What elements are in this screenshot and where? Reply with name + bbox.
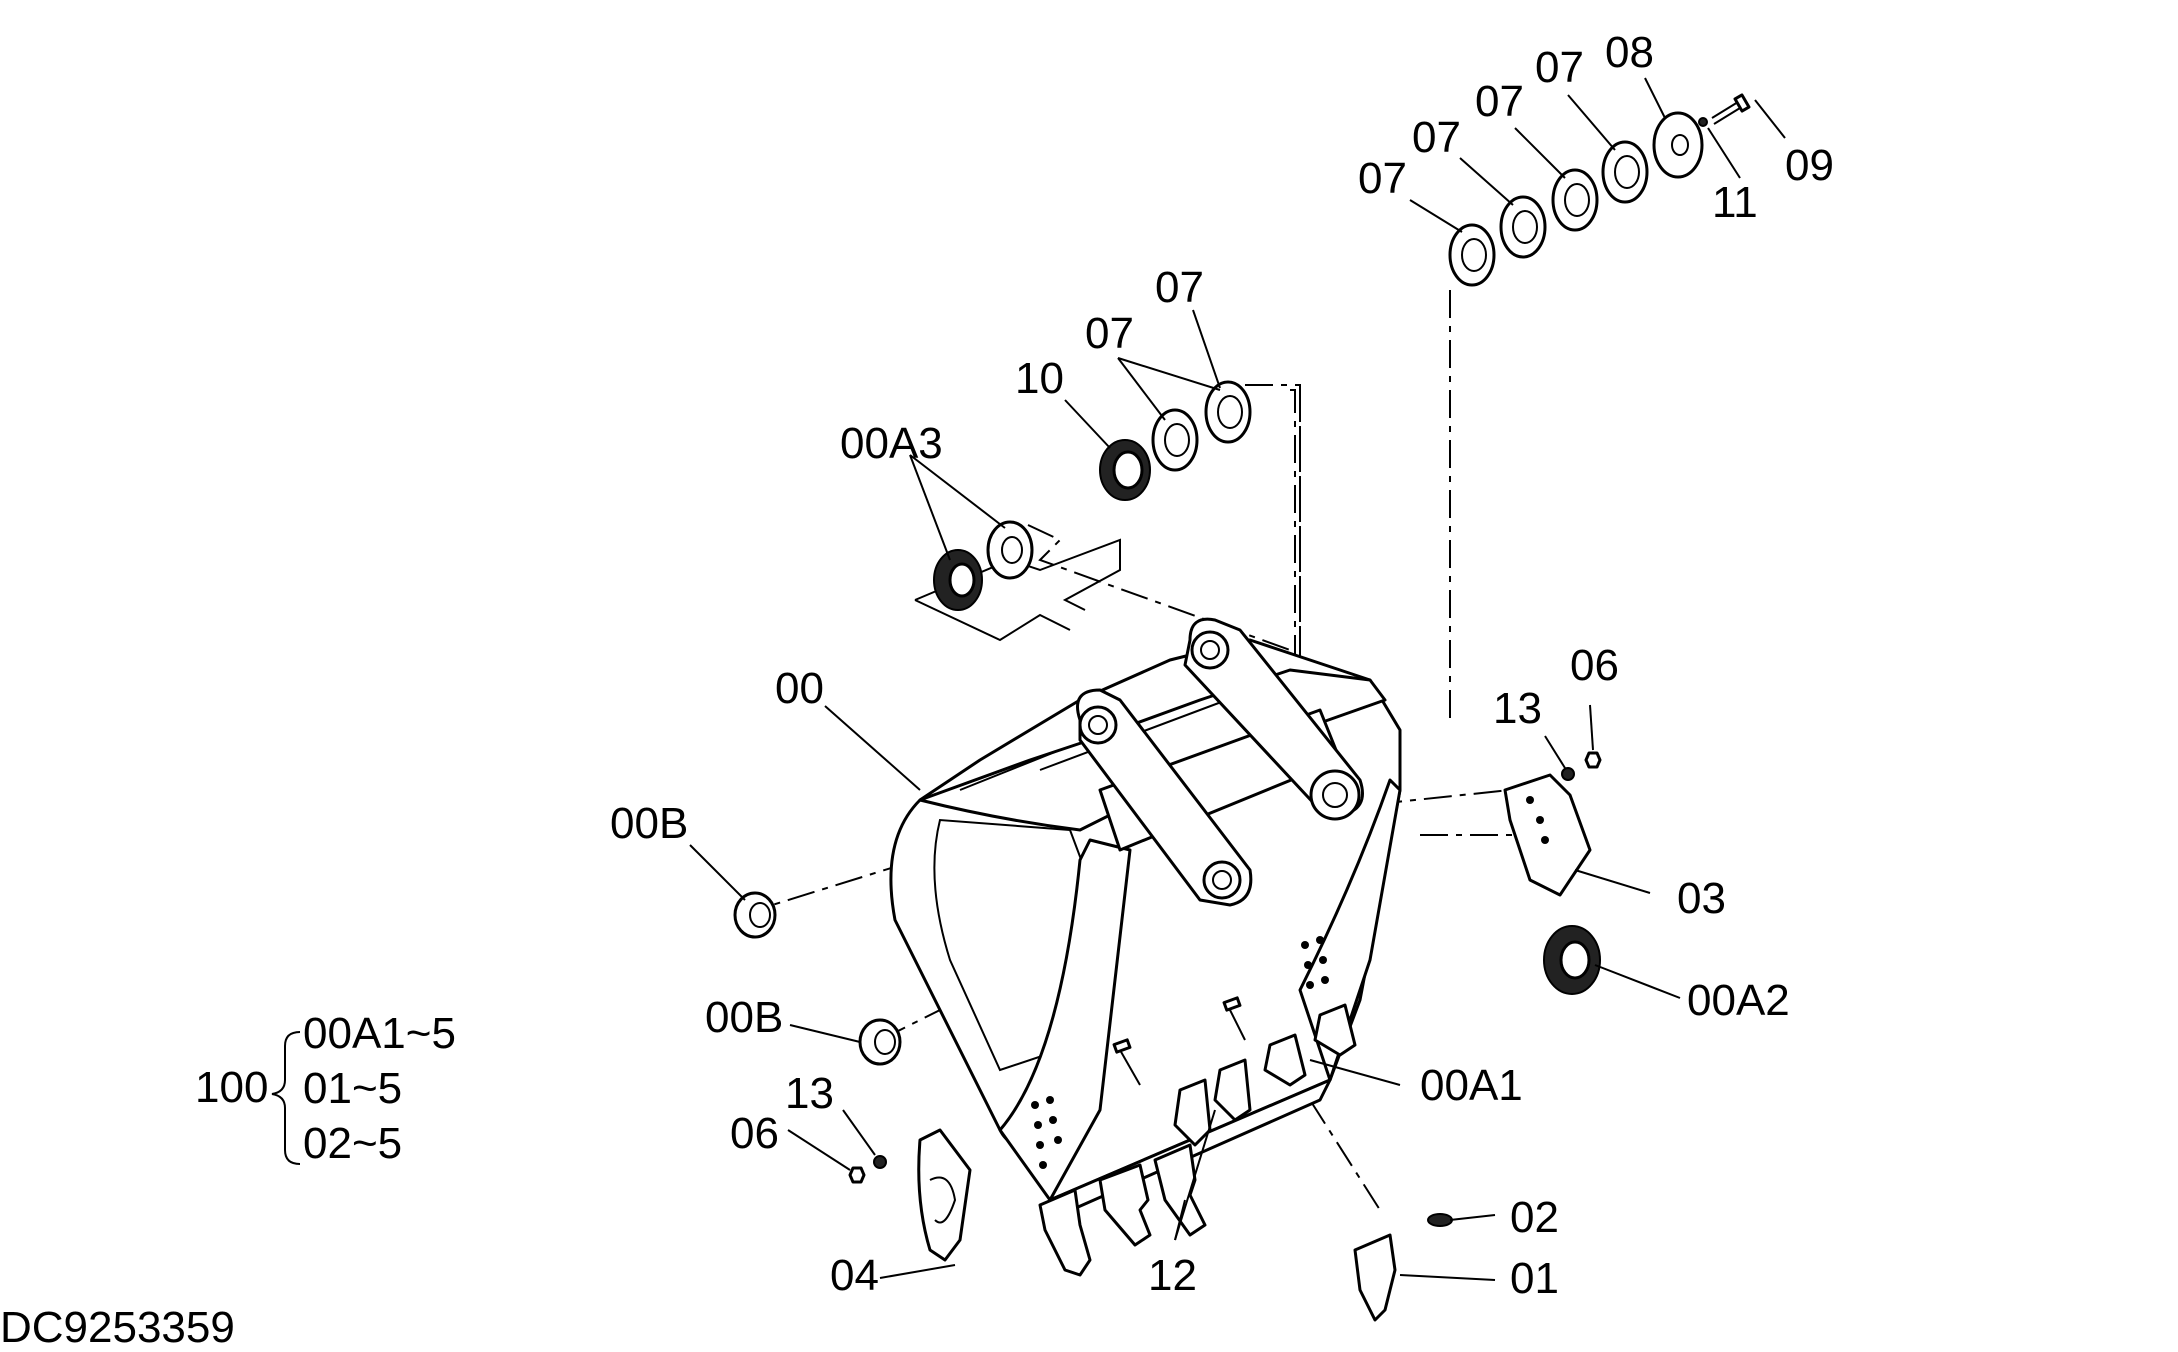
callout-04: 04 <box>830 1251 879 1300</box>
callout-07-a: 07 <box>1085 309 1134 358</box>
washer-11 <box>1698 117 1708 127</box>
assembly-set-item-3: 02~5 <box>303 1119 402 1168</box>
callout-00B-upper: 00B <box>610 799 688 848</box>
callout-00B-lower: 00B <box>705 993 783 1042</box>
callout-06-right: 06 <box>1570 641 1619 690</box>
side-cutter-right <box>1503 773 1592 897</box>
bolt-06-right <box>1584 751 1602 769</box>
callout-07-f: 07 <box>1535 43 1584 92</box>
lock-pin-part <box>1427 1213 1453 1227</box>
assembly-set-number: 100 <box>195 1063 268 1112</box>
side-cutter-left <box>917 1128 972 1262</box>
callout-02: 02 <box>1510 1193 1559 1242</box>
side-cutter-holes-right <box>1301 936 1329 989</box>
boss-upper <box>733 891 777 939</box>
callout-08: 08 <box>1605 28 1654 77</box>
callout-12: 12 <box>1148 1251 1197 1300</box>
end-plate-08 <box>1652 111 1704 179</box>
callout-07-e: 07 <box>1475 77 1524 126</box>
bucket-body <box>889 617 1402 1217</box>
callout-13-left: 13 <box>785 1069 834 1118</box>
callout-00A2: 00A2 <box>1687 976 1790 1025</box>
seal-pair-00A3 <box>933 520 1034 611</box>
callout-13-right: 13 <box>1493 684 1542 733</box>
callout-11: 11 <box>1712 178 1758 227</box>
assembly-set-legend: 100 00A1~5 01~5 02~5 <box>195 1009 456 1168</box>
callout-07-d: 07 <box>1412 113 1461 162</box>
callout-00A3: 00A3 <box>840 419 943 468</box>
washer-10 <box>1099 439 1151 501</box>
callout-labels: 00 00B 00B 00A3 10 07 07 07 07 07 07 08 … <box>610 28 1834 1303</box>
callout-10: 10 <box>1015 354 1064 403</box>
drawing-number: DC9253359 <box>0 1303 235 1352</box>
bolt-09 <box>1711 93 1751 125</box>
boss-lower <box>858 1018 902 1066</box>
callout-07-b: 07 <box>1155 263 1204 312</box>
assembly-set-brace <box>271 1031 301 1165</box>
callout-07-c: 07 <box>1358 154 1407 203</box>
bucket-teeth <box>1038 996 1357 1277</box>
callout-03: 03 <box>1677 874 1726 923</box>
callout-09: 09 <box>1785 141 1834 190</box>
callout-06-left: 06 <box>730 1109 779 1158</box>
bolt-06-left <box>848 1166 866 1184</box>
leader-lines <box>689 77 1786 1281</box>
assembly-set-item-1: 00A1~5 <box>303 1009 456 1058</box>
callout-00A1: 00A1 <box>1420 1061 1523 1110</box>
nut-13-left <box>873 1155 887 1169</box>
seal-00A2 <box>1543 925 1601 995</box>
nut-13-right <box>1561 767 1575 781</box>
side-cutter-holes-left <box>1031 1096 1062 1169</box>
callout-00: 00 <box>775 664 824 713</box>
tooth-tip-part <box>1353 1233 1397 1322</box>
assembly-set-item-2: 01~5 <box>303 1064 402 1113</box>
callout-01: 01 <box>1510 1254 1559 1303</box>
shims-07 <box>1151 140 1649 472</box>
